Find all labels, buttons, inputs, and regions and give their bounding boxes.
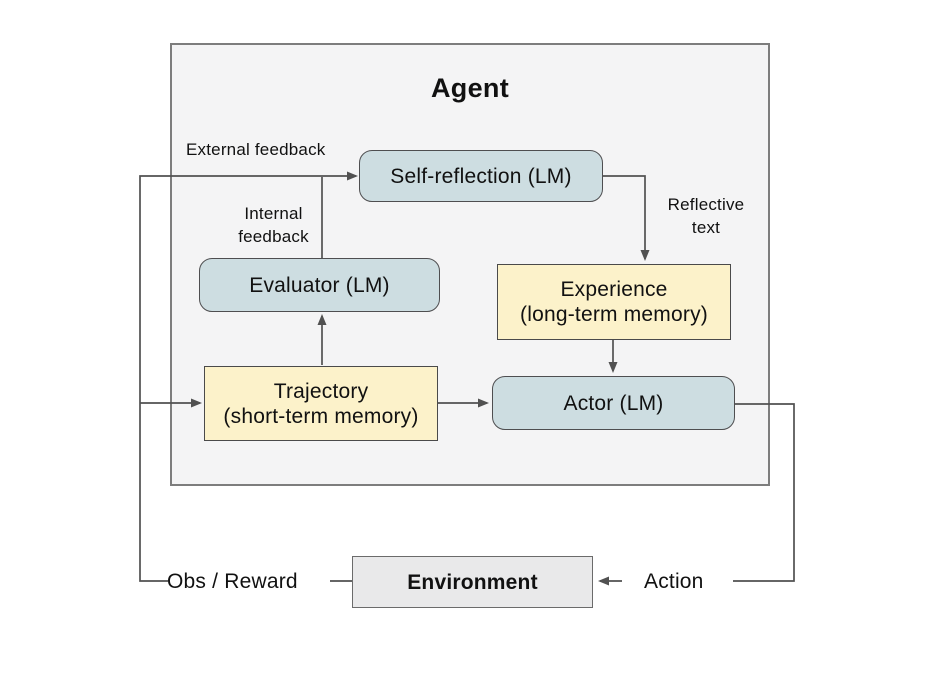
label-action: Action bbox=[644, 570, 704, 593]
edge-self-reflection-to-experience bbox=[603, 175, 650, 261]
label-external-feedback: External feedback bbox=[186, 140, 326, 159]
label-reflective-text: Reflective text bbox=[667, 195, 745, 237]
edge-obs-up-to-self-reflection bbox=[139, 171, 358, 582]
node-self-reflection: Self-reflection (LM) bbox=[359, 150, 603, 202]
node-actor-label: Actor (LM) bbox=[563, 391, 664, 415]
node-trajectory: Trajectory (short-term memory) bbox=[204, 366, 438, 441]
node-experience-sublabel: (long-term memory) bbox=[520, 303, 708, 326]
node-experience-label: Experience bbox=[560, 278, 668, 301]
node-trajectory-label: Trajectory bbox=[273, 379, 369, 403]
node-evaluator-label: Evaluator (LM) bbox=[249, 273, 390, 297]
label-obs-reward: Obs / Reward bbox=[167, 570, 298, 593]
node-experience: Experience (long-term memory) bbox=[497, 264, 731, 340]
node-environment: Environment bbox=[352, 556, 593, 608]
agent-title: Agent bbox=[431, 73, 509, 103]
node-actor: Actor (LM) bbox=[492, 376, 735, 430]
edge-actor-down-to-action bbox=[733, 403, 795, 582]
node-self-reflection-label: Self-reflection (LM) bbox=[390, 164, 572, 188]
node-trajectory-sublabel: (short-term memory) bbox=[223, 404, 419, 428]
label-internal-feedback: Internal feedback bbox=[238, 204, 309, 246]
node-evaluator: Evaluator (LM) bbox=[199, 258, 440, 312]
node-environment-label: Environment bbox=[407, 570, 538, 594]
